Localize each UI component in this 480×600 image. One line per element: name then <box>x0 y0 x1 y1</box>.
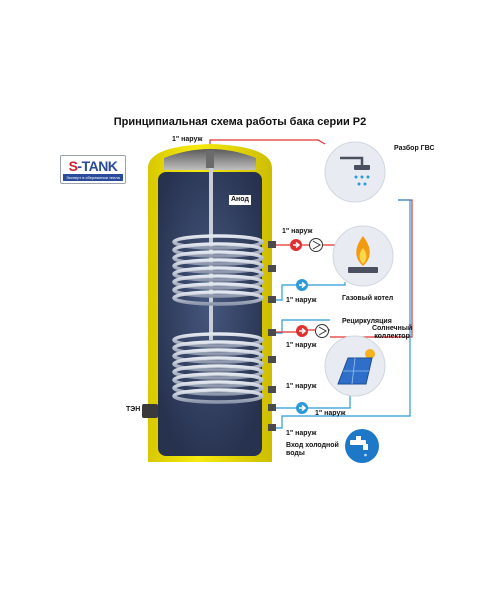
anode-label: Анод <box>229 195 251 205</box>
gas-flame-icon <box>348 236 378 273</box>
bottom-return-label: 1" наруж <box>315 410 346 417</box>
device-gas-boiler <box>332 225 394 287</box>
faucet-icon <box>350 436 368 457</box>
device-cold-water <box>345 429 379 463</box>
boiler-supply-label: 1" наруж <box>282 228 313 235</box>
solar-return-label: 1" наруж <box>286 383 317 390</box>
upper-coil <box>172 234 264 306</box>
heater-label: ТЭН <box>126 406 141 413</box>
solar-return-line <box>270 395 351 409</box>
pump-icon <box>309 238 323 252</box>
arrow-icon <box>296 325 308 337</box>
pump-icon <box>315 324 329 338</box>
recirculation-label: Рециркуляция <box>342 318 392 325</box>
shower-icon <box>340 156 370 186</box>
cold-inlet-label: 1" наруж <box>286 430 317 437</box>
logo-wordmark: S-TANK <box>68 158 118 174</box>
lower-coil <box>172 332 264 404</box>
diagram-title: Принципиальная схема работы бака серии P… <box>113 116 367 128</box>
cold-water-line <box>270 199 411 429</box>
top-outlet-pipe <box>206 150 214 168</box>
flow-arrows <box>290 238 329 414</box>
solar-panel-icon <box>337 349 375 385</box>
device-solar <box>324 335 386 397</box>
boiler-return-label: 1" наруж <box>286 297 317 304</box>
cold-water-label: Вход холодной воды <box>286 442 339 457</box>
solar-supply-label: 1" наруж <box>286 342 317 349</box>
gas-boiler-label: Газовый котел <box>342 295 394 302</box>
arrow-icon <box>296 402 308 414</box>
boiler-return-line <box>270 282 346 301</box>
hot-water-label: Разбор ГВС <box>394 145 435 152</box>
device-hot-water <box>324 141 386 203</box>
top-outlet-label: 1" наруж <box>172 136 203 143</box>
logo-tagline: Эксперт в сбережении тепла <box>63 174 123 181</box>
heater-element <box>142 404 158 418</box>
arrow-icon <box>296 279 308 291</box>
side-nozzles <box>268 241 276 431</box>
tank <box>142 144 276 462</box>
solar-collector-label: Солнечный коллектор <box>372 325 413 340</box>
s-tank-logo: S-TANK Эксперт в сбережении тепла <box>60 155 126 184</box>
arrow-icon <box>290 239 302 251</box>
